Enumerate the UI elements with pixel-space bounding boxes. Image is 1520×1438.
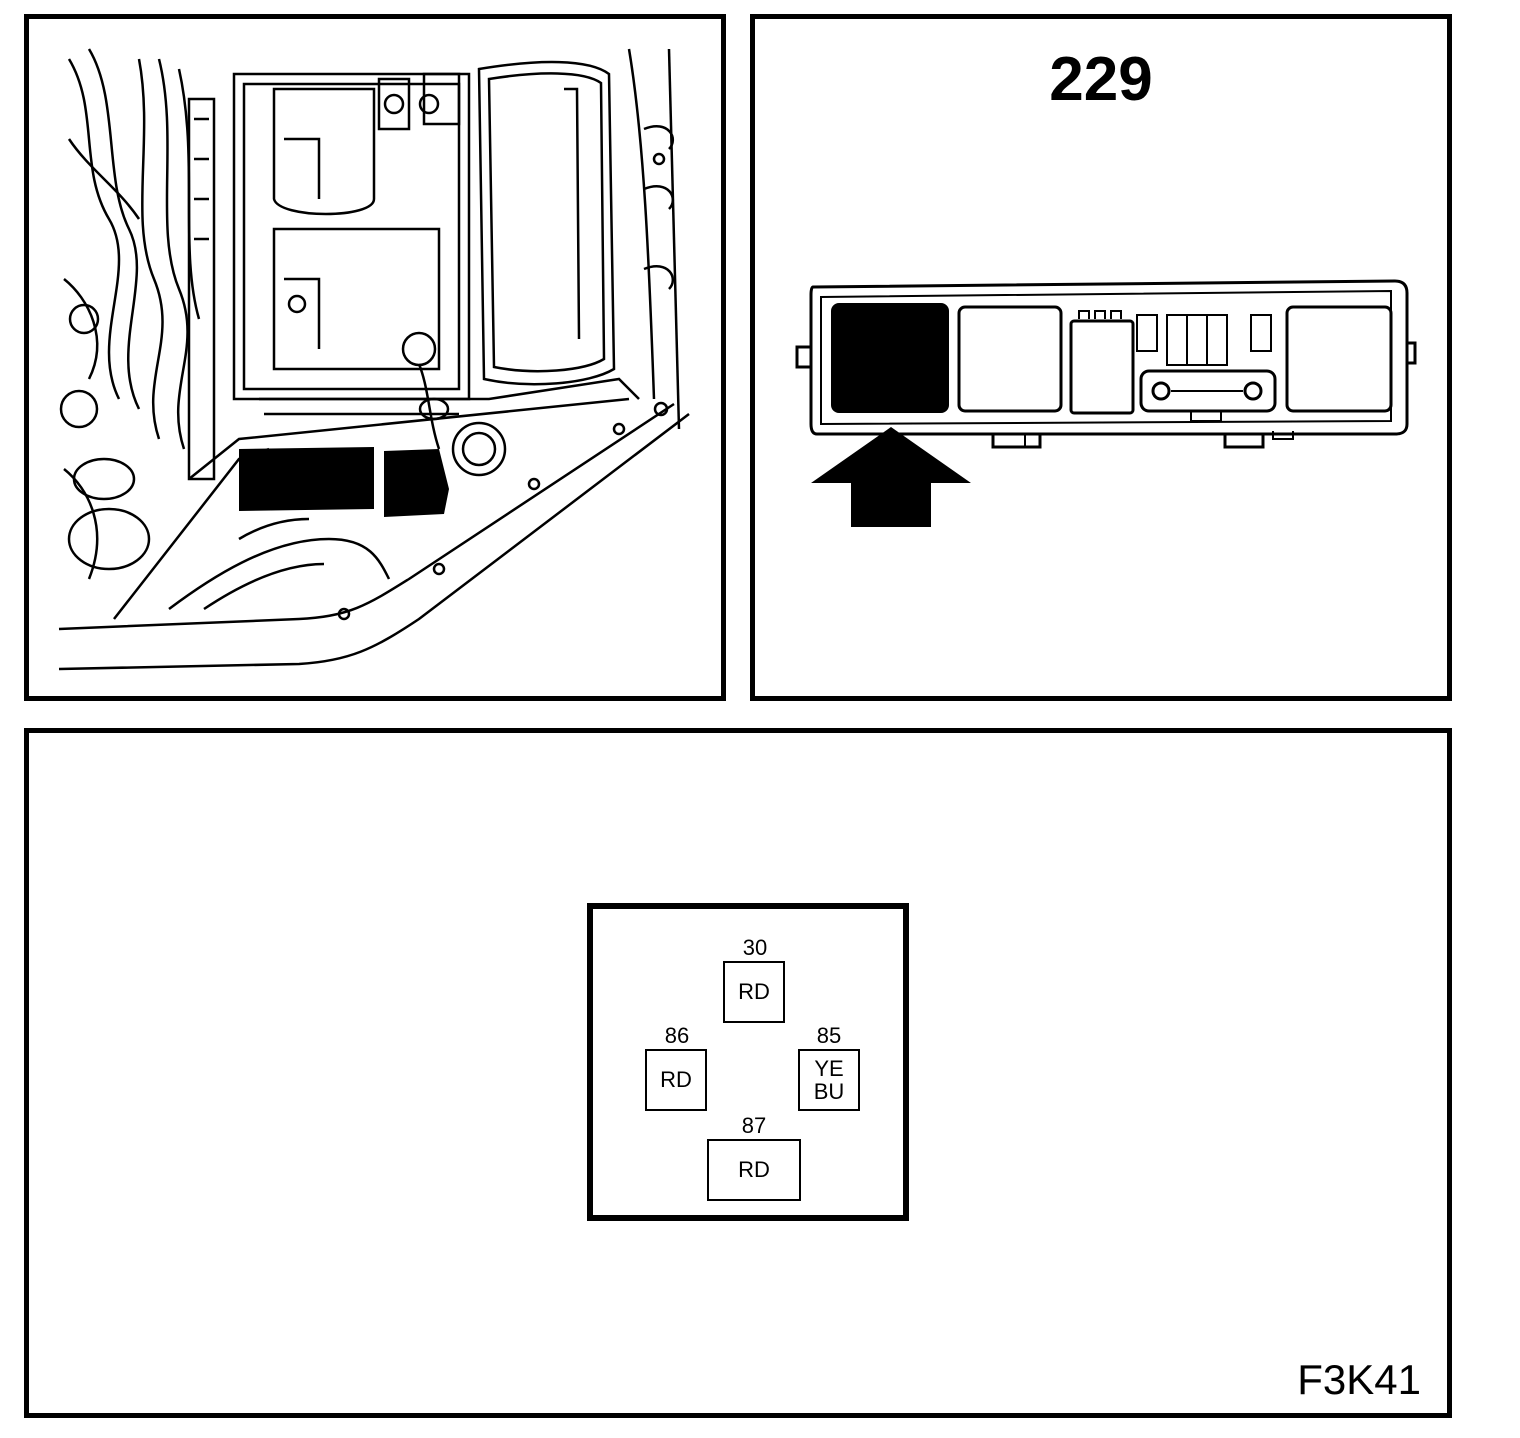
diagram-code: F3K41: [1297, 1356, 1421, 1403]
relay-pinout-panel: 30 RD 86 RD 85 YE BU 87 RD F3K41: [24, 728, 1452, 1418]
highlighted-relay-slot: [831, 303, 949, 413]
pin-30-terminal: RD: [723, 961, 785, 1023]
pin-30-number: 30: [742, 935, 768, 960]
engine-bay-illustration: [58, 48, 690, 671]
fusebox-panel: 229: [750, 14, 1452, 701]
pin-86-wire-color: RD: [660, 1067, 692, 1093]
pin-86-terminal: RD: [645, 1049, 707, 1111]
arrow-up-icon: [811, 427, 971, 527]
pin-85-number: 85: [816, 1023, 842, 1048]
pin-87-wire-color: RD: [738, 1157, 770, 1183]
engine-bay-panel: [24, 14, 726, 701]
pin-87-number: 87: [741, 1113, 767, 1138]
pin-85-wire-color-2: BU: [813, 1079, 845, 1104]
fusebox-illustration: [795, 279, 1417, 527]
pin-87-terminal: RD: [707, 1139, 801, 1201]
highlighted-fuse-box: [239, 447, 374, 511]
pin-85-wire-color-1: YE: [814, 1055, 844, 1081]
pin-85-terminal: YE BU: [798, 1049, 860, 1111]
pin-30-wire-color: RD: [738, 979, 770, 1005]
highlighted-relay: [384, 449, 449, 517]
pin-86-number: 86: [664, 1023, 690, 1048]
relay-pinout-diagram: 30 RD 86 RD 85 YE BU 87 RD: [587, 903, 909, 1221]
component-number: 229: [1049, 45, 1153, 114]
